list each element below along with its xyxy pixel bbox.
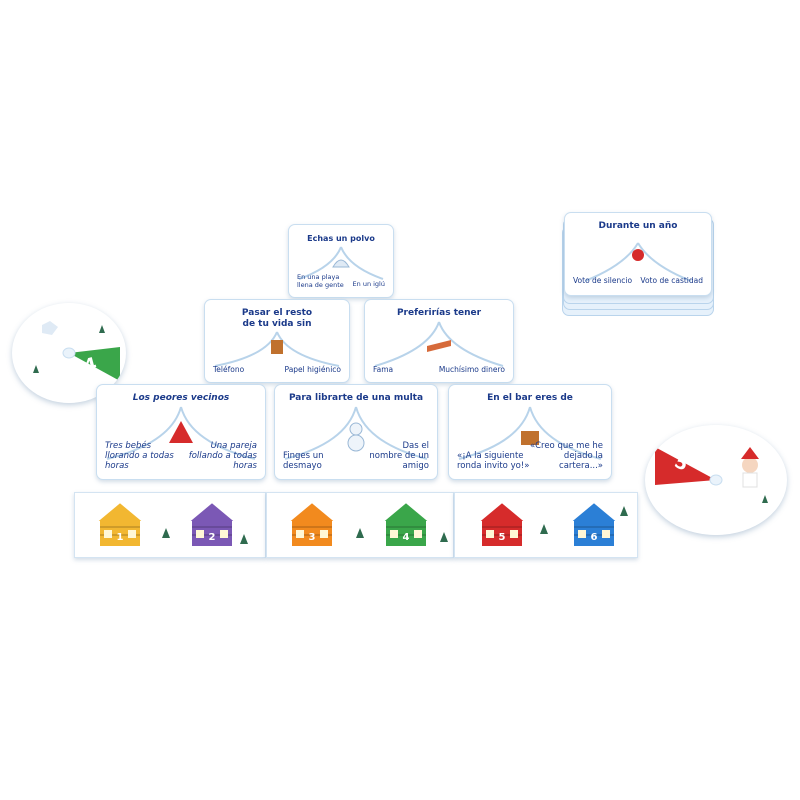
card-option-left: «¡A la siguiente ronda invito yo!» bbox=[457, 451, 530, 471]
card-title: Preferirías tener bbox=[396, 308, 482, 318]
tree-icon bbox=[440, 532, 448, 542]
house-icon-5: 5 bbox=[475, 500, 529, 548]
card-en-el-bar-eres-de[interactable]: En el bar eres de «¡A la siguiente ronda… bbox=[448, 384, 612, 480]
disc-5-artwork bbox=[655, 425, 771, 535]
card-option-right: Papel higiénico bbox=[284, 365, 341, 374]
card-option-right: En un iglú bbox=[352, 280, 385, 288]
card-title: Pasar el resto de tu vida sin bbox=[241, 308, 313, 329]
card-los-peores-vecinos[interactable]: Los peores vecinos Tres bebés llorando a… bbox=[96, 384, 266, 480]
card-title: Echas un polvo bbox=[307, 234, 375, 243]
card-divider-lines bbox=[458, 406, 602, 460]
card-divider-lines bbox=[374, 321, 504, 367]
house-number: 6 bbox=[590, 532, 598, 543]
house-number: 1 bbox=[116, 532, 124, 543]
card-divider-lines bbox=[106, 406, 256, 460]
card-divider-lines bbox=[214, 331, 340, 367]
cabin-bar-icon bbox=[521, 431, 539, 445]
disc-4-artwork bbox=[19, 303, 120, 403]
tree-icon bbox=[162, 528, 170, 538]
card-preferirias-tener[interactable]: Preferirías tener Fama Muchísimo dinero bbox=[364, 299, 514, 383]
card-para-librarte-de-una-multa[interactable]: Para librarte de una multa Finges un des… bbox=[274, 384, 438, 480]
warning-sign-icon bbox=[169, 421, 193, 443]
house-icon-3: 3 bbox=[285, 500, 339, 548]
igloo-icon bbox=[332, 259, 350, 268]
card-divider-lines bbox=[584, 242, 692, 282]
house-icon-2: 2 bbox=[185, 500, 239, 548]
santa-icon bbox=[632, 249, 644, 261]
card-option-right: Muchísimo dinero bbox=[438, 365, 505, 374]
card-option-right: «Creo que me he dejado la cartera...» bbox=[530, 441, 603, 471]
spinner-disc-4[interactable]: 4 bbox=[12, 303, 126, 403]
sled-icon bbox=[427, 340, 451, 352]
snowman-icon bbox=[349, 422, 363, 436]
house-number: 4 bbox=[402, 532, 410, 543]
tree-icon bbox=[356, 528, 364, 538]
card-option-right: Una pareja follando a todas horas bbox=[188, 441, 257, 471]
house-icon-4: 4 bbox=[379, 500, 433, 548]
house-icon-1: 1 bbox=[93, 500, 147, 548]
tree-icon bbox=[540, 524, 548, 534]
card-option-right: Voto de castidad bbox=[640, 276, 703, 285]
tree-icon bbox=[620, 506, 628, 516]
card-option-left: En una playa llena de gente bbox=[297, 273, 344, 289]
card-echas-un-polvo[interactable]: Echas un polvo En una playa llena de gen… bbox=[288, 224, 394, 298]
card-option-right: Das el nombre de un amigo bbox=[369, 441, 429, 471]
card-option-left: Voto de silencio bbox=[573, 276, 633, 285]
house-number: 3 bbox=[308, 532, 316, 543]
house-number: 5 bbox=[498, 532, 506, 543]
card-title: En el bar eres de bbox=[487, 393, 573, 403]
card-divider-lines bbox=[284, 406, 428, 460]
card-divider-lines bbox=[298, 246, 384, 280]
house-icon-6: 6 bbox=[567, 500, 621, 548]
tree-icon bbox=[240, 534, 248, 544]
card-deck-top[interactable]: Durante un año Voto de silencio Voto de … bbox=[564, 212, 712, 296]
outhouse-icon bbox=[271, 340, 283, 354]
card-option-left: Finges un desmayo bbox=[283, 451, 324, 471]
card-pasar-el-resto[interactable]: Pasar el resto de tu vida sin Teléfono P… bbox=[204, 299, 350, 383]
spinner-disc-5[interactable]: 5 bbox=[645, 425, 787, 535]
card-option-left: Teléfono bbox=[213, 365, 245, 374]
disc-pointer-4 bbox=[69, 347, 120, 381]
card-title: Durante un año bbox=[598, 221, 678, 231]
house-number: 2 bbox=[208, 532, 216, 543]
card-title: Los peores vecinos bbox=[132, 393, 230, 403]
card-option-left: Tres bebés llorando a todas horas bbox=[105, 441, 174, 471]
disc-pointer-5 bbox=[655, 447, 716, 485]
card-title: Para librarte de una multa bbox=[288, 393, 424, 403]
card-option-left: Fama bbox=[373, 365, 394, 374]
